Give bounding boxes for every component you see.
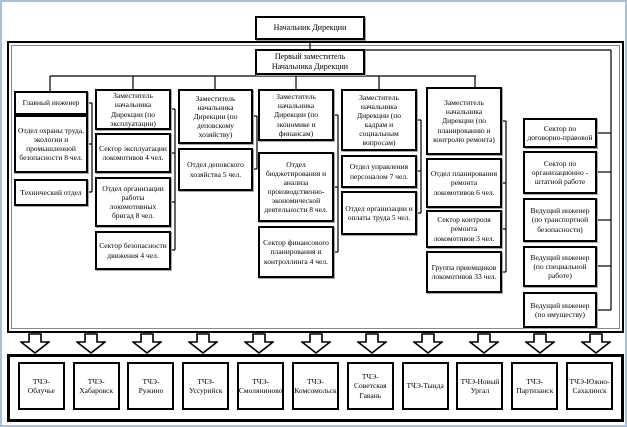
box-traffic-safety-sector: Сектор безопасности движения 4 чел. — [95, 231, 171, 270]
box-org-staff-sector: Сектор по организационно - штатной работ… — [523, 151, 597, 194]
depot-box: ТЧЭ-Советская Гавань — [346, 362, 394, 410]
box-deputy-personnel-social: Заместитель начальника Дирекции (по кадр… — [341, 89, 417, 151]
box-first-deputy: Первый заместитель Начальника Дирекции — [255, 49, 365, 75]
down-arrow-icon — [119, 332, 175, 354]
depot-box: ТЧЭ-Тында — [401, 362, 449, 410]
down-arrow-icon — [7, 332, 63, 354]
down-arrow-icon — [456, 332, 512, 354]
depot-box: ТЧЭ-Новый Ургал — [456, 362, 504, 410]
box-depot-facilities-dept: Отдел деповского хозяйства 5 чел. — [178, 148, 253, 191]
box-deputy-operations: Заместитель начальника Дирекции (по эксп… — [95, 89, 171, 130]
depot-box: ТЧЭ-Хабаровск — [72, 362, 120, 410]
box-locomotive-inspectors-group: Группа приемщиков локомотивов 33 чел. — [426, 251, 502, 293]
depots-panel: ТЧЭ-Облучье ТЧЭ-Хабаровск ТЧЭ-Ружино ТЧЭ… — [7, 354, 624, 422]
box-chief-engineer: Главный инженер — [14, 91, 88, 115]
arrow-band — [7, 332, 624, 354]
depot-box: ТЧЭ-Уссурийск — [182, 362, 230, 410]
depot-box: ТЧЭ-Партизанск — [511, 362, 559, 410]
depot-box: ТЧЭ-Облучье — [17, 362, 65, 410]
box-technical-dept: Технический отдел — [14, 179, 88, 206]
down-arrow-icon — [175, 332, 231, 354]
box-deputy-repair-planning: Заместитель начальника Дирекции (по план… — [426, 87, 502, 155]
box-deputy-depot-facilities: Заместитель начальника Дирекции (по депо… — [178, 89, 253, 144]
box-crew-organization-dept: Отдел организации работы локомотивных бр… — [95, 177, 171, 227]
box-locomotive-operation-sector: Сектор эксплуатации локомотивов 4 чел. — [95, 133, 171, 173]
depot-box: ТЧЭ-Смоляниново — [237, 362, 285, 410]
down-arrow-icon — [344, 332, 400, 354]
box-lead-engineer-transport-security: Ведущий инженер (по транспортной безопас… — [523, 198, 597, 242]
box-repair-control-sector: Сектор контроля ремонта локомотивов 3 че… — [426, 210, 502, 248]
box-hr-dept: Отдел управления персоналом 7 чел. — [341, 155, 417, 188]
box-financial-planning-sector: Сектор финансового планирования и контро… — [258, 226, 334, 278]
box-budgeting-analysis-dept: Отдел бюджетирования и анализа производс… — [258, 152, 334, 222]
box-labor-safety-dept: Отдел охраны труда, экологии и промышлен… — [14, 115, 88, 173]
down-arrow-icon — [400, 332, 456, 354]
box-deputy-economics-finance: Заместитель начальника Дирекции (по экон… — [258, 89, 334, 141]
box-director: Начальник Дирекции — [255, 16, 365, 40]
down-arrow-icon — [63, 332, 119, 354]
depot-box: ТЧЭ-Комсомольск — [291, 362, 339, 410]
main-departments-panel — [7, 41, 624, 333]
depot-box: ТЧЭ-Ружино — [127, 362, 175, 410]
box-repair-planning-dept: Отдел планирования ремонта локомотивов 6… — [426, 158, 502, 208]
down-arrow-icon — [231, 332, 287, 354]
box-lead-engineer-special-work: Ведущий инженер (по специальной работе) — [523, 246, 597, 287]
depot-box: ТЧЭ-Южно-Сахалинск — [566, 362, 614, 410]
down-arrow-icon — [287, 332, 343, 354]
down-arrow-icon — [568, 332, 624, 354]
box-contract-legal-sector: Сектор по договорно-правовой — [523, 118, 597, 148]
box-lead-engineer-property: Ведущий инженер (по имуществу) — [523, 292, 597, 328]
down-arrow-icon — [512, 332, 568, 354]
box-labor-organization-dept: Отдел организации и оплаты труда 5 чел. — [341, 191, 417, 235]
